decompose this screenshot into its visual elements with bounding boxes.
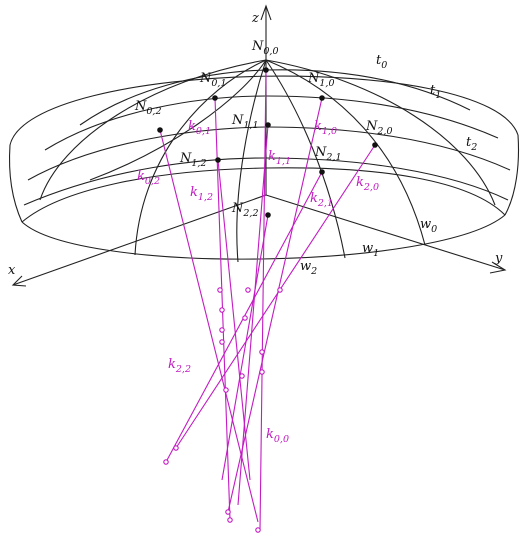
focal-point: [277, 287, 283, 293]
focal-point: [242, 315, 248, 321]
curve-label-w1: w1: [362, 241, 379, 259]
nodes: [157, 67, 378, 218]
focal-point: [217, 287, 223, 293]
ray-k00: [259, 69, 267, 531]
node-n22: [265, 212, 271, 218]
ray-k02: [159, 129, 259, 523]
ray-k20: [175, 144, 376, 449]
y-axis-arrowhead: [489, 261, 507, 274]
w0-curve: [265, 59, 426, 246]
node-n00: [263, 67, 269, 73]
focal-point: [245, 287, 251, 293]
node-n01: [212, 95, 218, 101]
focal-point: [219, 339, 225, 345]
node-n12: [215, 157, 221, 163]
ray-label-k20: k2,0: [356, 175, 379, 193]
focal-point: [255, 527, 261, 533]
curve-label-t2: t2: [466, 135, 477, 153]
dome-base-back: [21, 167, 506, 223]
focal-point: [219, 307, 225, 313]
curve-label-t1: t1: [430, 83, 441, 101]
ray-label-k10: k1,0: [314, 119, 337, 137]
node-label-n01: N0,1: [199, 71, 226, 89]
w2-curve: [236, 59, 267, 263]
node-label-n02: N0,2: [134, 99, 161, 117]
node-label-group: N0,0 N0,1 N1,0 N0,2 N1,1 N2,0 N1,2 N2,1 …: [134, 39, 392, 219]
node-n10: [319, 95, 325, 101]
ray-label-group: k0,1 k1,0 k1,1 k0,2 k2,0 k1,2 k2,1 k2,2 …: [137, 119, 379, 445]
ray-k12: [217, 159, 251, 481]
node-label-n10: N1,0: [307, 71, 334, 89]
w1-curve: [265, 59, 346, 259]
focal-points: [163, 287, 283, 533]
curve-label-t0: t0: [376, 53, 387, 71]
focal-point: [219, 327, 225, 333]
focal-point: [259, 349, 265, 355]
node-label-n22: N2,2: [231, 201, 258, 219]
rays: [159, 69, 376, 531]
t0-curve: [79, 69, 471, 126]
focal-point: [173, 445, 179, 451]
ray-label-k02: k0,2: [137, 169, 160, 187]
dome-top-rim: [9, 75, 519, 146]
node-n20: [372, 142, 378, 148]
node-label-n21: N2,1: [314, 145, 341, 163]
node-label-n00: N0,0: [251, 39, 278, 57]
focal-point: [225, 509, 231, 515]
curve-label-group: t0 t1 t2 w0 w1 w2: [300, 53, 477, 277]
meridian-back: [89, 59, 267, 181]
ray-label-k22: k2,2: [168, 357, 191, 375]
dome-left-side: [9, 144, 23, 223]
focal-point: [223, 387, 229, 393]
focal-point: [259, 369, 265, 375]
t1-curve: [44, 95, 499, 151]
ray-k11: [237, 124, 269, 506]
t2-curve: [27, 126, 511, 181]
ray-label-k11: k1,1: [268, 149, 291, 167]
z-axis-arrowhead: [260, 4, 272, 21]
node-label-n11: N1,1: [231, 113, 258, 131]
meridian-left-outer: [39, 59, 267, 201]
focal-point: [163, 459, 169, 465]
ray-k10: [227, 97, 323, 513]
node-n02: [157, 127, 163, 133]
node-n21: [319, 169, 325, 175]
dome-right-side: [504, 134, 520, 216]
x-axis: [12, 194, 267, 286]
ray-label-k21: k2,1: [310, 191, 333, 209]
ray-k22: [221, 214, 269, 481]
axis-label-y: y: [494, 251, 503, 266]
node-n11: [265, 122, 271, 128]
focal-point: [239, 373, 245, 379]
node-label-n12: N1,2: [179, 151, 206, 169]
curve-label-w2: w2: [300, 259, 317, 277]
axis-label-z: z: [251, 11, 259, 26]
node-label-n20: N2,0: [365, 119, 392, 137]
ray-label-k12: k1,2: [190, 185, 213, 203]
ray-label-k00: k0,0: [266, 427, 289, 445]
focal-point: [227, 517, 233, 523]
meridian-left-mid: [134, 59, 267, 256]
axis-labels: z x y: [8, 11, 503, 278]
ray-label-k01: k0,1: [188, 119, 211, 137]
x-axis-arrowhead: [11, 275, 27, 287]
curve-label-w0: w0: [420, 217, 437, 235]
meridian-right-outer: [265, 59, 496, 206]
y-axis: [265, 194, 506, 271]
axis-label-x: x: [8, 263, 16, 278]
t3-curve: [23, 157, 509, 206]
w-curves: [39, 59, 496, 263]
